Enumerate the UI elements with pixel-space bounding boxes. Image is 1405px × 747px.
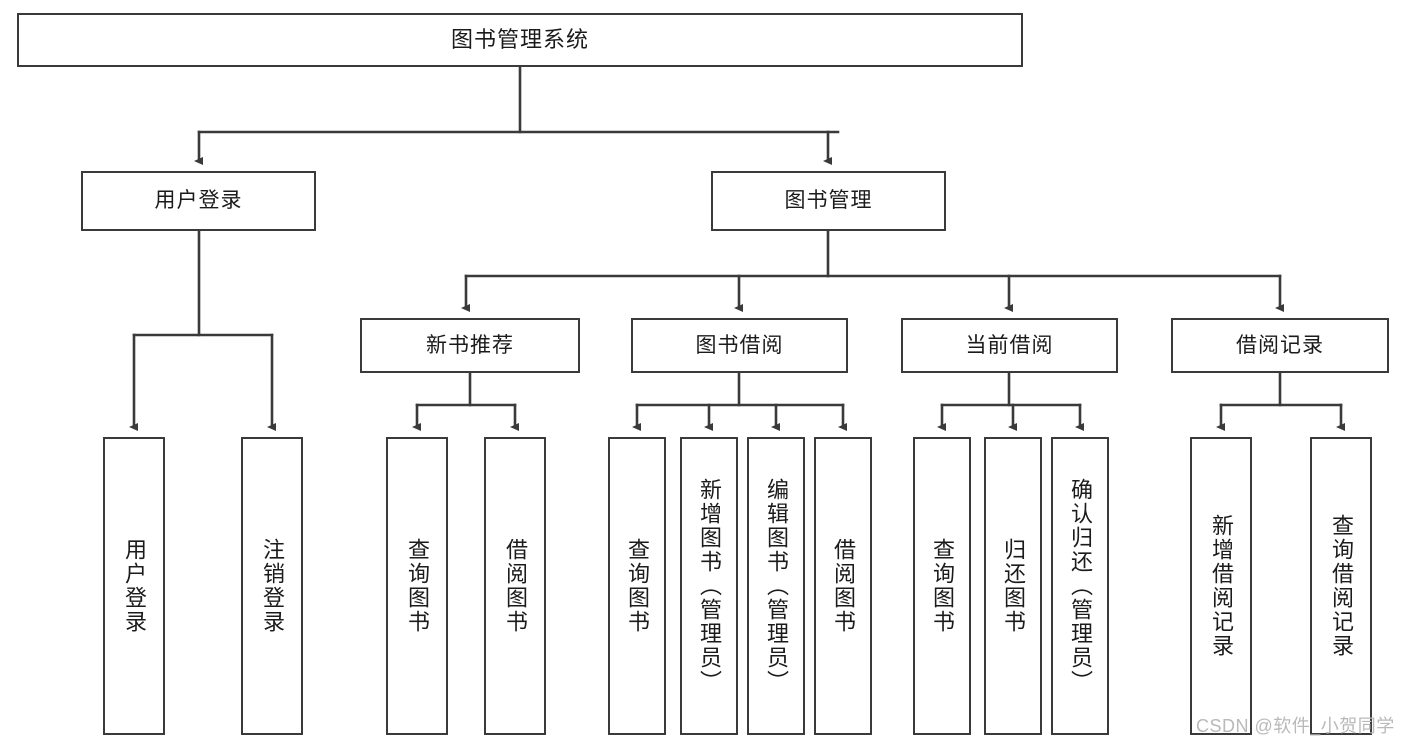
leaf-query-book-2[interactable]: 查询图书 bbox=[608, 437, 666, 735]
leaf-borrow-book-2[interactable]: 借阅图书 bbox=[814, 437, 872, 735]
leaf-add-borrow-record[interactable]: 新增借阅记录 bbox=[1190, 437, 1252, 735]
node-label: 编辑图书（管理员） bbox=[763, 478, 789, 694]
node-book-management[interactable]: 图书管理 bbox=[711, 171, 946, 231]
node-label: 新书推荐 bbox=[426, 333, 514, 357]
node-label: 归还图书 bbox=[1000, 538, 1026, 634]
leaf-logout[interactable]: 注销登录 bbox=[241, 437, 303, 735]
node-label: 借阅记录 bbox=[1236, 333, 1324, 357]
node-label: 查询借阅记录 bbox=[1328, 514, 1354, 658]
leaf-query-book-3[interactable]: 查询图书 bbox=[913, 437, 971, 735]
node-label: 当前借阅 bbox=[965, 333, 1054, 357]
node-label: 查询图书 bbox=[929, 538, 955, 634]
node-label: 新增图书（管理员） bbox=[696, 478, 722, 694]
node-label: 借阅图书 bbox=[830, 538, 856, 634]
node-label: 查询图书 bbox=[624, 538, 650, 634]
leaf-confirm-return-admin[interactable]: 确认归还（管理员） bbox=[1051, 437, 1109, 735]
leaf-return-book[interactable]: 归还图书 bbox=[984, 437, 1042, 735]
leaf-query-book-1[interactable]: 查询图书 bbox=[386, 437, 448, 735]
node-user-login[interactable]: 用户登录 bbox=[81, 171, 316, 231]
leaf-user-login[interactable]: 用户登录 bbox=[103, 437, 165, 735]
node-borrow-record[interactable]: 借阅记录 bbox=[1171, 318, 1389, 373]
node-current-borrow[interactable]: 当前借阅 bbox=[901, 318, 1118, 373]
leaf-borrow-book-1[interactable]: 借阅图书 bbox=[484, 437, 546, 735]
node-label: 借阅图书 bbox=[502, 538, 528, 634]
csdn-watermark: CSDN @软件_小贺同学 bbox=[1196, 716, 1395, 736]
node-label: 用户登录 bbox=[121, 538, 147, 634]
node-label: 查询图书 bbox=[404, 538, 430, 634]
node-label: 新增借阅记录 bbox=[1208, 514, 1234, 658]
leaf-edit-book-admin[interactable]: 编辑图书（管理员） bbox=[747, 437, 805, 735]
node-label: 用户登录 bbox=[154, 189, 243, 213]
leaf-query-borrow-record[interactable]: 查询借阅记录 bbox=[1310, 437, 1372, 735]
node-book-borrow[interactable]: 图书借阅 bbox=[631, 318, 848, 373]
leaf-add-book-admin[interactable]: 新增图书（管理员） bbox=[680, 437, 738, 735]
node-new-book-recommend[interactable]: 新书推荐 bbox=[360, 318, 580, 373]
node-label: 图书管理系统 bbox=[450, 26, 589, 52]
node-label: 注销登录 bbox=[259, 538, 285, 634]
node-label: 确认归还（管理员） bbox=[1067, 478, 1093, 694]
node-label: 图书借阅 bbox=[695, 333, 784, 357]
node-root-book-management-system[interactable]: 图书管理系统 bbox=[17, 13, 1023, 67]
node-label: 图书管理 bbox=[784, 189, 873, 213]
